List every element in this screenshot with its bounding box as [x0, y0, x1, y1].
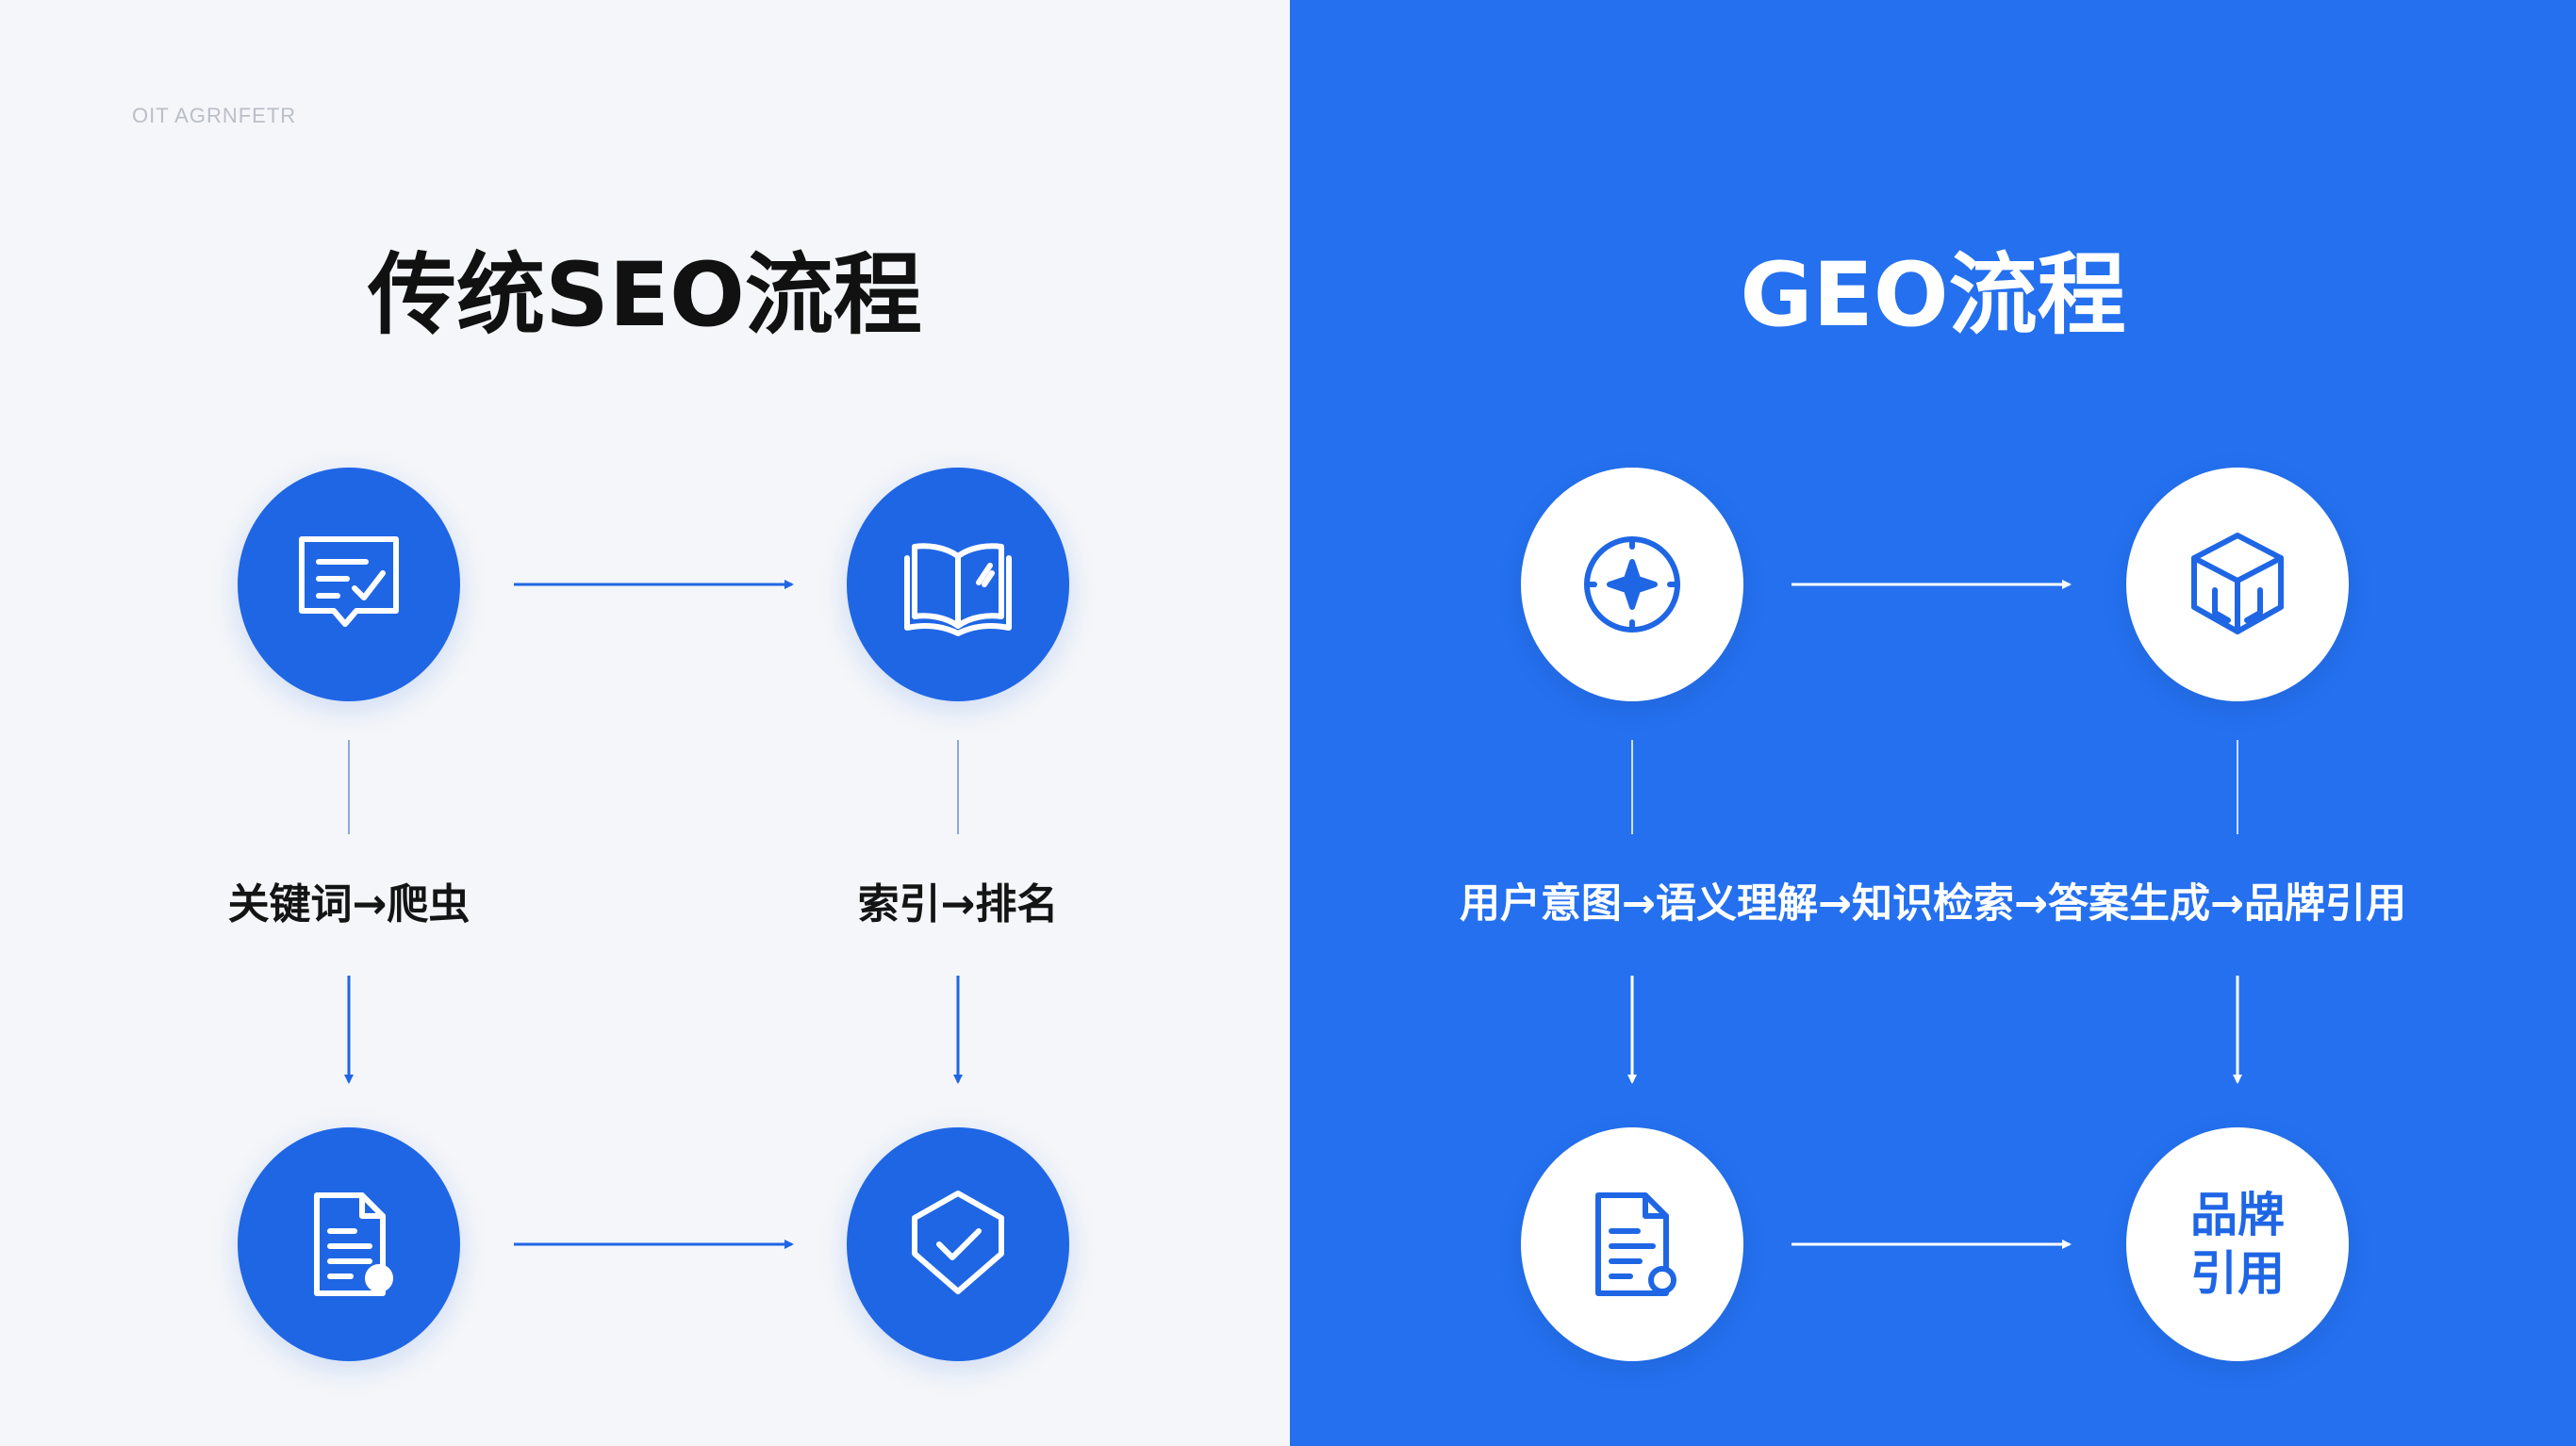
seo-title: 传统SEO流程 [368, 244, 922, 347]
seo-node-rank [847, 1127, 1069, 1361]
seo-node-keyword [238, 468, 460, 701]
document-icon [314, 1192, 393, 1296]
watermark: OIT AGRNFETR [132, 104, 297, 127]
geo-node-brand: 品牌 引用 [2126, 1127, 2349, 1361]
geo-title: GEO流程 [1740, 244, 2126, 347]
left-panel [0, 0, 1290, 1446]
seo-label-keyword-crawler: 关键词→爬虫 [227, 880, 471, 928]
cube-icon [2191, 533, 2284, 634]
brand-text-line1: 品牌 [2190, 1188, 2285, 1242]
seo-node-index [847, 468, 1069, 701]
geo-node-retrieval [1521, 1127, 1743, 1361]
seo-label-index-rank: 索引→排名 [857, 880, 1059, 928]
brand-citation-text: 品牌 引用 [2171, 1186, 2304, 1303]
geo-node-intent [1521, 468, 1743, 701]
geo-node-semantic [2126, 468, 2349, 701]
right-panel [1290, 0, 2576, 1446]
geo-label-flow: 用户意图→语义理解→知识检索→答案生成→品牌引用 [1459, 880, 2407, 928]
document-search-icon [1595, 1192, 1676, 1296]
brand-text-line2: 引用 [2190, 1246, 2285, 1301]
chat-check-icon [299, 536, 399, 627]
shield-check-icon [912, 1191, 1004, 1294]
open-book-icon [904, 543, 1012, 636]
compass-icon [1584, 536, 1680, 633]
seo-node-document [238, 1127, 460, 1361]
